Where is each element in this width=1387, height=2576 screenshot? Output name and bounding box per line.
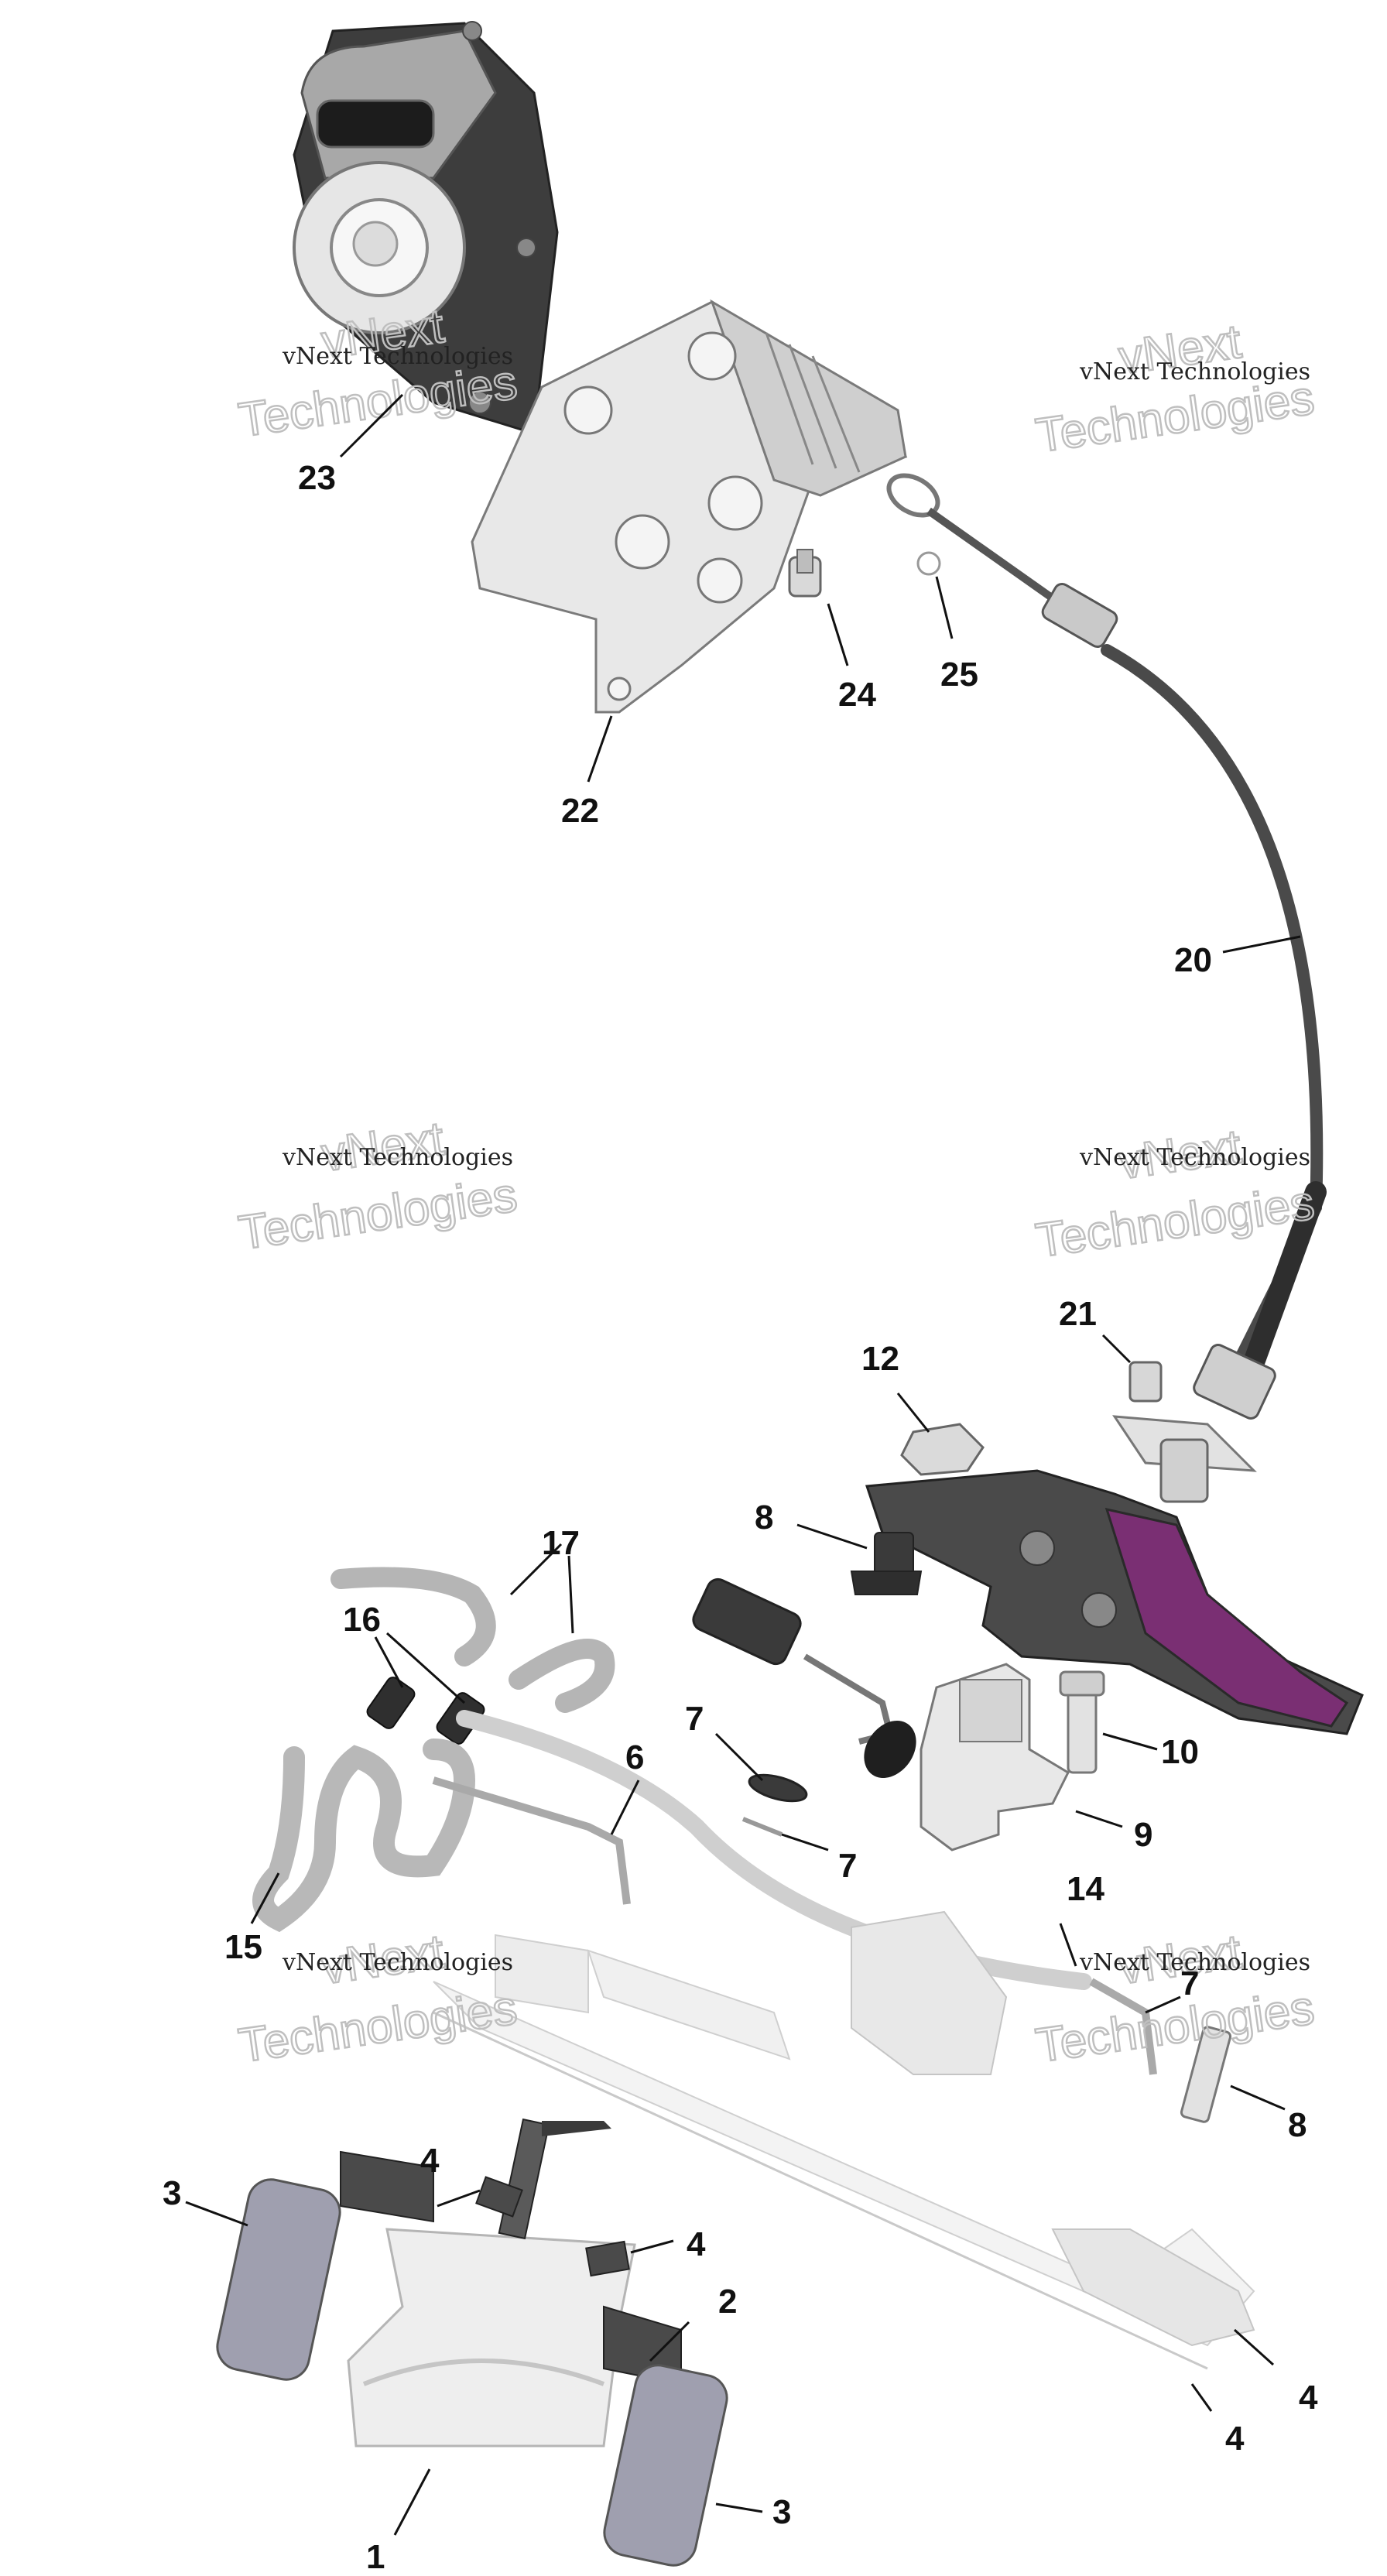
part-3-rollers — [216, 2178, 728, 2567]
watermark-large-line2: Technologies — [235, 1981, 520, 2073]
callout-2: 2 — [718, 2283, 737, 2321]
callout-5: 4 — [1225, 2420, 1245, 2458]
callout-24: 24 — [838, 676, 876, 714]
callout-4-right: 4 — [687, 2225, 706, 2263]
callout-18: 16 — [343, 1601, 381, 1639]
watermark: vNext Technologies — [1032, 1924, 1319, 2074]
watermark-small: vNext Technologies — [282, 1144, 513, 1171]
callout-20: 20 — [1174, 941, 1212, 979]
watermark: vNext Technologies — [235, 1112, 522, 1262]
part-12-switch — [920, 1663, 1070, 1852]
watermark-small: vNext Technologies — [282, 1949, 513, 1976]
watermark: vNext Technologies — [1032, 1119, 1319, 1269]
part-4-springs — [475, 2176, 630, 2277]
part-24-stud — [788, 549, 822, 598]
callout-25: 25 — [940, 656, 978, 694]
part-20-cable — [886, 473, 1327, 1420]
part-21-bolt — [1112, 1361, 1257, 1503]
part-11-bumper — [850, 1532, 923, 1595]
callout-19: 17 — [542, 1524, 580, 1562]
part-sensor-connector — [692, 1577, 916, 1779]
callout-3-left: 3 — [163, 2174, 181, 2212]
callout-17: 15 — [224, 1928, 262, 1966]
part-23-actuator-motor — [293, 21, 559, 435]
part-1-shift-fork — [347, 2228, 636, 2448]
callout-16: 14 — [1067, 1870, 1104, 1908]
watermark-large-line2: Technologies — [235, 1168, 520, 1260]
watermark-small: vNext Technologies — [282, 343, 513, 370]
callout-14: 10 — [1161, 1733, 1199, 1771]
callout-12: 9 — [1134, 1816, 1152, 1854]
part-25-clip — [916, 551, 941, 576]
part-22-mounting-bracket — [471, 299, 908, 714]
watermark-small: vNext Technologies — [1079, 1144, 1310, 1171]
callout-23: 23 — [298, 459, 336, 497]
callout-11: 8 — [755, 1499, 773, 1536]
watermark-large-line2: Technologies — [1033, 1176, 1317, 1268]
callout-9: 7 — [685, 1700, 704, 1738]
leader-lines — [185, 393, 1301, 2536]
watermark-small: vNext Technologies — [1079, 1949, 1310, 1976]
part-8-pin — [741, 1817, 783, 1837]
callout-21: 21 — [1059, 1295, 1097, 1333]
callout-7-right: 7 — [1180, 1965, 1199, 2002]
part-5-6-rail-assembly — [433, 1910, 1255, 2370]
callout-7-left: 6 — [625, 1738, 644, 1776]
callout-6: 4 — [1299, 2379, 1318, 2417]
watermark-large-line2: Technologies — [1033, 1981, 1317, 2073]
part-shift-lever-housing — [865, 1469, 1364, 1735]
callout-22: 22 — [561, 792, 599, 830]
callout-4-top: 4 — [420, 2142, 440, 2180]
callout-8: 7 — [838, 1847, 857, 1885]
watermark-small: vNext Technologies — [1079, 358, 1310, 385]
watermark: vNext Technologies — [235, 1924, 522, 2074]
callout-10: 8 — [1288, 2106, 1307, 2144]
part-10-bolt — [1180, 2026, 1232, 2123]
callout-labels: 23 22 24 25 20 21 12 8 10 9 7 7 6 14 7 8… — [163, 459, 1318, 2576]
callout-15: 12 — [861, 1340, 899, 1378]
part-9-washer — [748, 1773, 808, 1803]
part-15-nut — [900, 1423, 985, 1476]
callout-3-right: 3 — [772, 2493, 791, 2531]
part-19-hoses — [330, 1567, 615, 1713]
part-14-bolt — [1059, 1670, 1105, 1774]
callout-1: 1 — [366, 2538, 385, 2576]
